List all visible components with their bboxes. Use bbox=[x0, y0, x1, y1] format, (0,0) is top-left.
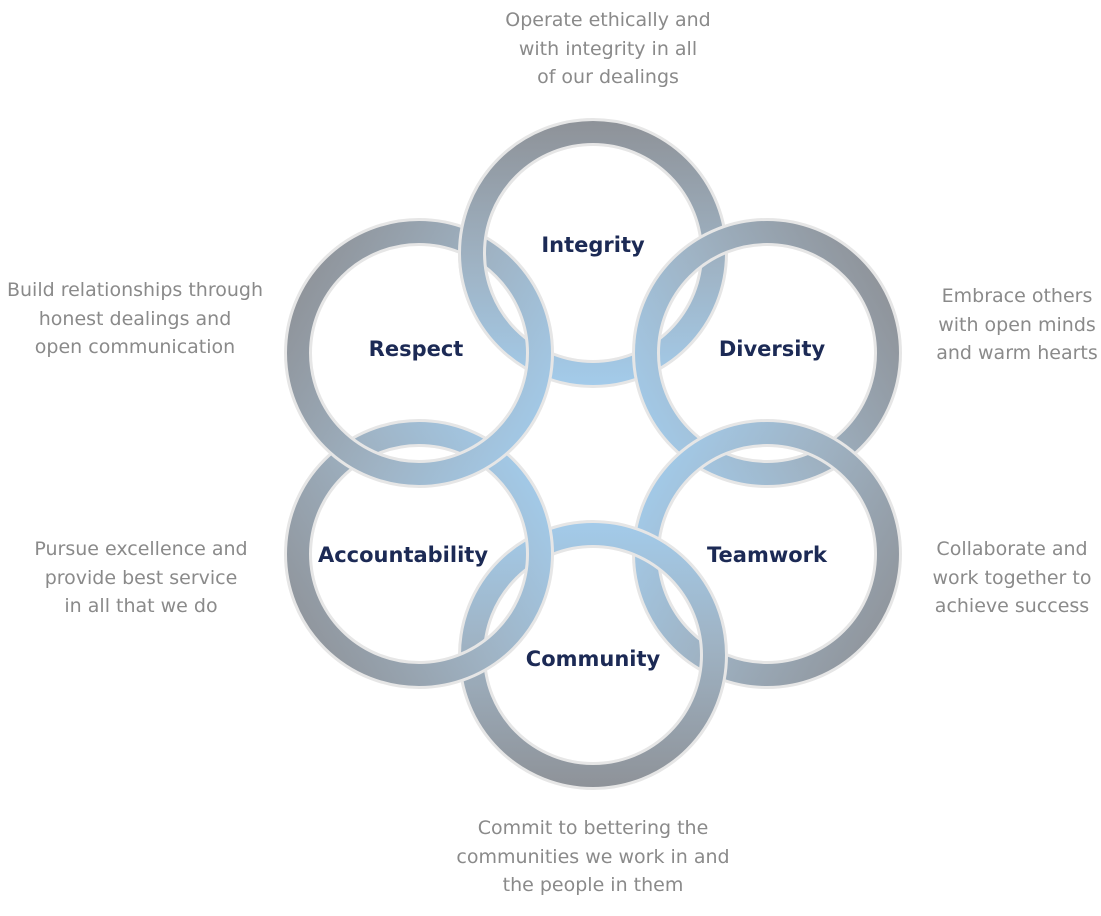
respect-label: Respect bbox=[369, 337, 464, 361]
teamwork-label: Teamwork bbox=[707, 543, 828, 567]
description-line: communities we work in and bbox=[456, 845, 730, 868]
accountability-label: Accountability bbox=[318, 543, 488, 567]
description-line: Commit to bettering the bbox=[477, 817, 709, 839]
description-line: Operate ethically and bbox=[505, 9, 711, 31]
description-line: with open minds bbox=[938, 313, 1096, 336]
integrity-ring-overlap bbox=[458, 170, 520, 310]
accountability-ring bbox=[284, 419, 554, 689]
description-line: Embrace others bbox=[941, 285, 1093, 307]
diversity-ring bbox=[632, 218, 902, 488]
respect-description: Build relationships through honest deali… bbox=[0, 276, 270, 362]
diversity-description: Embrace others with open minds and warm … bbox=[922, 282, 1101, 368]
integrity-description: Operate ethically and with integrity in … bbox=[458, 6, 758, 92]
description-line: the people in them bbox=[502, 874, 684, 896]
integrity-label: Integrity bbox=[541, 233, 645, 257]
description-line: open communication bbox=[34, 336, 236, 358]
description-line: of our dealings bbox=[537, 66, 679, 88]
respect-ring bbox=[284, 218, 554, 488]
description-line: honest dealings and bbox=[38, 307, 232, 330]
accountability-description: Pursue excellence and provide best servi… bbox=[6, 535, 276, 621]
description-line: achieve success bbox=[934, 595, 1090, 617]
description-line: Pursue excellence and bbox=[34, 538, 248, 560]
description-line: with integrity in all bbox=[518, 37, 698, 60]
teamwork-description: Collaborate and work together to achieve… bbox=[912, 535, 1101, 621]
description-line: in all that we do bbox=[64, 595, 218, 617]
community-description: Commit to bettering the communities we w… bbox=[423, 814, 763, 900]
description-line: work together to bbox=[932, 566, 1092, 589]
diversity-label: Diversity bbox=[719, 337, 826, 361]
description-line: Build relationships through bbox=[6, 279, 263, 301]
description-line: provide best service bbox=[44, 566, 238, 589]
community-label: Community bbox=[526, 647, 661, 671]
description-line: Collaborate and bbox=[936, 538, 1088, 560]
description-line: and warm hearts bbox=[936, 342, 1098, 364]
